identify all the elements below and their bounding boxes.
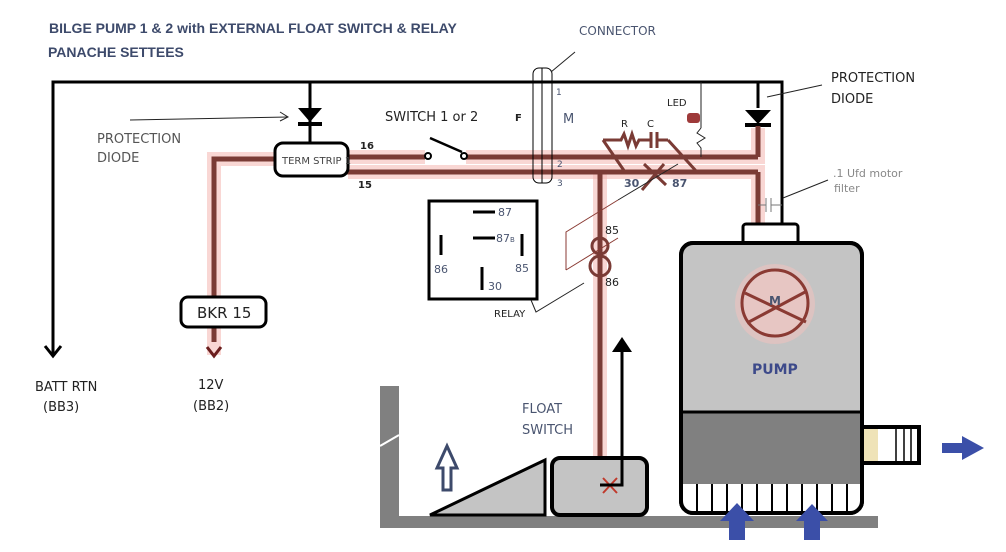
relay-pin-85-label: 85 bbox=[515, 262, 529, 275]
term-15-label: 15 bbox=[358, 180, 372, 191]
capacitor-label: C bbox=[647, 119, 654, 130]
contact-87-label: 87 bbox=[672, 177, 687, 190]
motor-filter-label-1: .1 Ufd motor bbox=[833, 167, 903, 180]
relay-mechanical-link bbox=[617, 163, 679, 201]
diagram-subtitle: PANACHE SETTEES bbox=[48, 44, 184, 60]
12v-label-2: (BB2) bbox=[193, 399, 229, 414]
float-switch-label-2: SWITCH bbox=[522, 423, 573, 438]
protection-diode-right-pointer bbox=[766, 84, 823, 98]
float-switch-label-1: FLOAT bbox=[522, 402, 562, 417]
relay-pin-86-label: 86 bbox=[434, 263, 448, 276]
term-strip-label: TERM STRIP 1 bbox=[281, 156, 351, 167]
switch-label: SWITCH 1 or 2 bbox=[385, 110, 478, 125]
resistor-label: R bbox=[621, 119, 628, 130]
pump-outlet-nozzle bbox=[860, 425, 921, 465]
breaker-bkr-15 bbox=[179, 295, 268, 329]
ground-bus-top bbox=[51, 80, 784, 355]
connector-label: CONNECTOR bbox=[579, 24, 656, 38]
protection-diode-right-label-1: PROTECTION bbox=[831, 71, 915, 86]
relay-pinout bbox=[427, 199, 539, 301]
protection-diode-left bbox=[298, 108, 322, 126]
term-strip-1 bbox=[273, 141, 350, 178]
connector-male-label: M bbox=[563, 112, 574, 127]
led bbox=[687, 113, 700, 123]
12v-arrow bbox=[205, 346, 223, 359]
outlet-flow-arrow bbox=[942, 436, 984, 460]
protection-diode-right-label-2: DIODE bbox=[831, 92, 873, 107]
intake-flow-arrow-1 bbox=[720, 503, 754, 540]
contact-30-label: 30 bbox=[624, 177, 640, 190]
pump-intake-grille bbox=[696, 484, 848, 512]
pump-base bbox=[683, 412, 860, 484]
pointer-arrowhead bbox=[279, 111, 290, 122]
switch-1-or-2 bbox=[424, 136, 468, 160]
pump-label: PUMP bbox=[752, 362, 798, 378]
relay-label: RELAY bbox=[494, 309, 526, 320]
led-resistor bbox=[696, 127, 706, 157]
float-up-arrow bbox=[612, 337, 632, 352]
connector-pin-3: 3 bbox=[557, 179, 563, 189]
motor-label: M bbox=[769, 294, 781, 308]
relay-pin-30-label: 30 bbox=[488, 280, 502, 293]
relay-pointer bbox=[530, 282, 585, 313]
motor-filter-capacitor bbox=[758, 198, 782, 212]
coil-86-label: 86 bbox=[605, 276, 619, 289]
water-rise-arrow bbox=[434, 442, 460, 492]
led-label: LED bbox=[667, 98, 687, 109]
breaker-label: BKR 15 bbox=[197, 304, 251, 322]
12v-label-1: 12V bbox=[198, 378, 224, 393]
term-16-label: 16 bbox=[360, 141, 374, 152]
batt-rtn-label-1: BATT RTN bbox=[35, 380, 97, 395]
protection-diode-left-pointer bbox=[129, 116, 289, 121]
connector bbox=[532, 67, 553, 184]
connector-female-label: F bbox=[515, 113, 522, 124]
relay-pin-87-label: 87 bbox=[498, 206, 512, 219]
motor-filter-label-2: filter bbox=[834, 182, 860, 195]
relay-coil bbox=[565, 199, 619, 278]
motor-filter-pointer bbox=[782, 179, 829, 199]
protection-diode-left-label-1: PROTECTION bbox=[97, 132, 181, 147]
pump-motor bbox=[735, 264, 815, 344]
bilge-floor bbox=[379, 386, 878, 528]
float-switch bbox=[550, 456, 649, 517]
rc-snubber bbox=[601, 129, 699, 174]
protection-diode-right bbox=[745, 110, 771, 127]
intake-flow-arrow-2 bbox=[796, 504, 828, 540]
connector-pin-2: 2 bbox=[557, 160, 563, 170]
batt-rtn-label-2: (BB3) bbox=[43, 400, 79, 415]
float-ramp bbox=[429, 457, 547, 517]
wire-12v-feed bbox=[211, 156, 276, 342]
pump bbox=[679, 222, 921, 515]
float-return-wire bbox=[600, 350, 624, 487]
connector-pin-1: 1 bbox=[556, 88, 562, 98]
protection-diode-left-label-2: DIODE bbox=[97, 151, 139, 166]
batt-rtn-arrow bbox=[43, 345, 63, 359]
diagram-title: BILGE PUMP 1 & 2 with EXTERNAL FLOAT SWI… bbox=[49, 20, 458, 36]
relay-pin-87b-label: 87B bbox=[496, 232, 515, 245]
relay-contact bbox=[640, 162, 668, 191]
connector-pointer bbox=[550, 51, 576, 73]
coil-85-label: 85 bbox=[605, 224, 619, 237]
